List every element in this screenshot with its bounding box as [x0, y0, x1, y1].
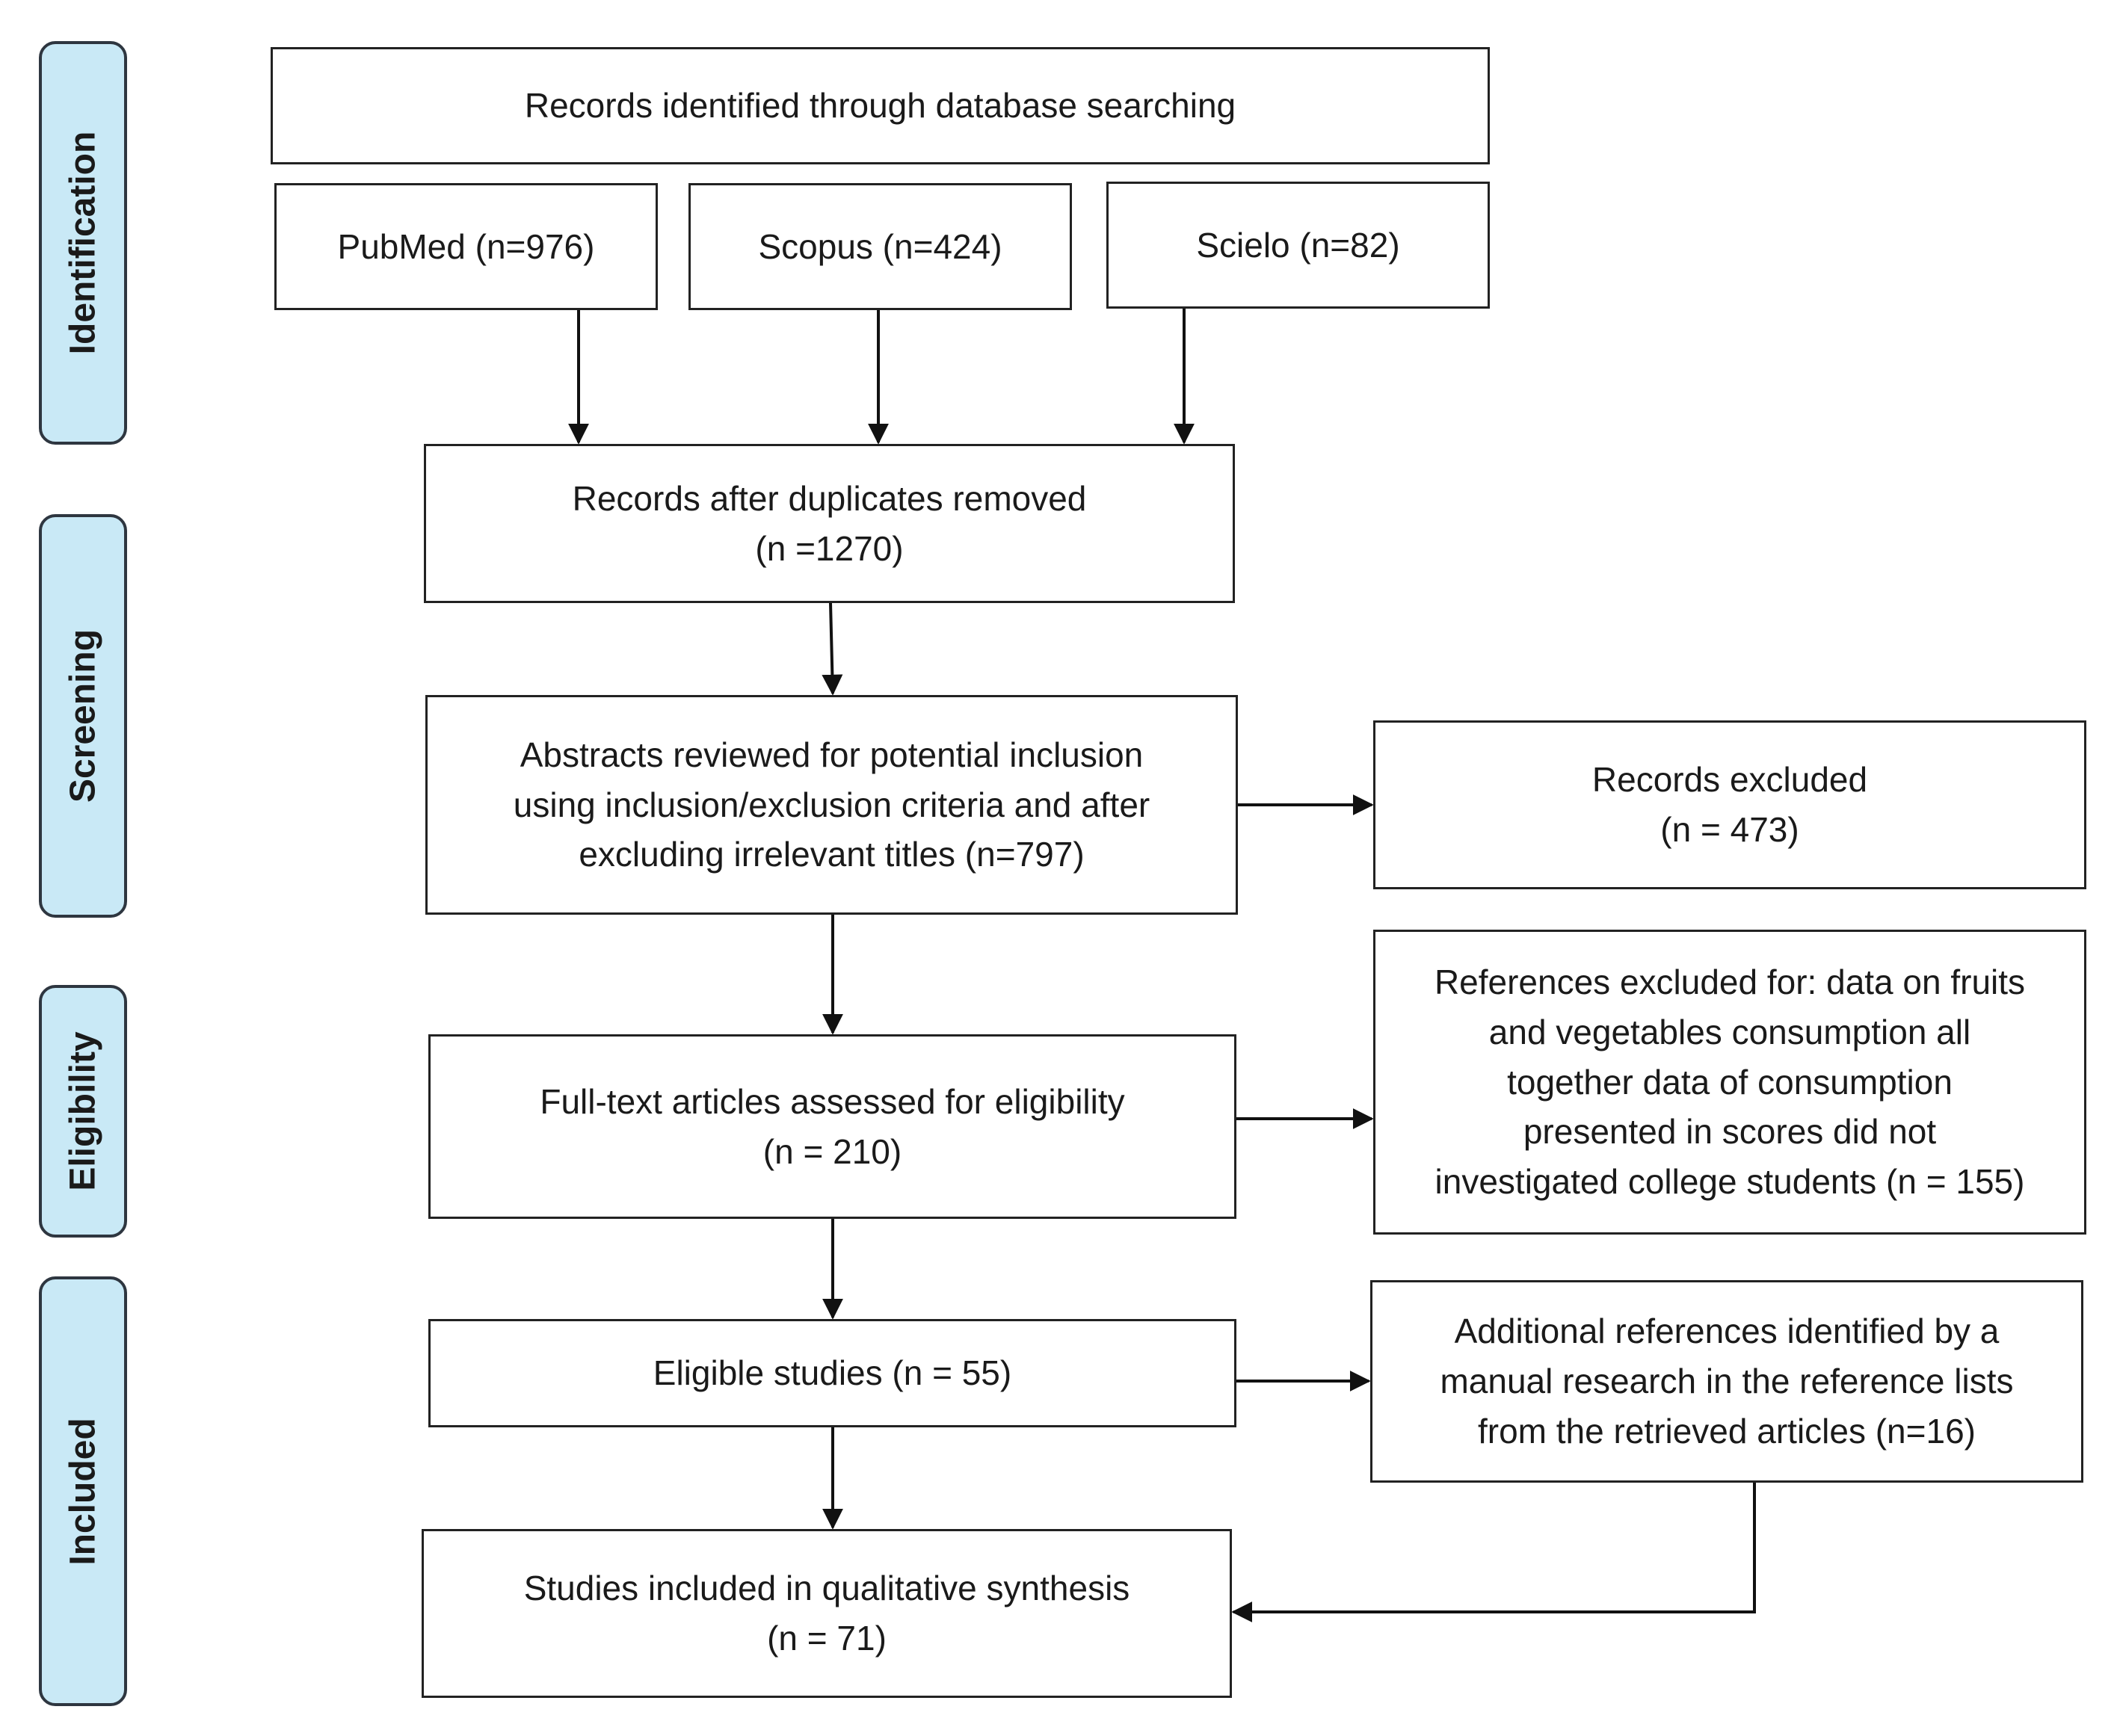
- included-synthesis-box: Studies included in qualitative synthesi…: [422, 1529, 1232, 1698]
- phase-eligibility: Eligibility: [39, 985, 127, 1238]
- additional-references-line1: Additional references identified by a: [1454, 1312, 2000, 1351]
- references-excluded-line1: References excluded for: data on fruits: [1434, 963, 2026, 1002]
- references-excluded-line5: investigated college students (n = 155): [1434, 1162, 2025, 1202]
- fulltext-assessed-line1: Full-text articles assessed for eligibil…: [540, 1081, 1125, 1121]
- fulltext-assessed-line2: (n = 210): [762, 1131, 902, 1171]
- phase-included: Included: [39, 1276, 127, 1706]
- records-excluded-line1: Records excluded: [1591, 760, 1868, 800]
- eligible-studies-box: Eligible studies (n = 55): [428, 1319, 1236, 1427]
- scopus-text: Scopus (n=424): [758, 226, 1002, 266]
- pubmed-text: PubMed (n=976): [337, 226, 595, 266]
- records-excluded-line2: (n = 473): [1660, 810, 1799, 849]
- phase-identification: Identification: [39, 41, 127, 445]
- references-excluded-line3: together data of consumption: [1507, 1062, 1953, 1102]
- abstracts-reviewed-line2: using inclusion/exclusion criteria and a…: [513, 785, 1150, 824]
- records-identified-text: Records identified through database sear…: [524, 86, 1236, 126]
- duplicates-removed-box: Records after duplicates removed (n =127…: [424, 444, 1235, 603]
- references-excluded-line4: presented in scores did not: [1523, 1112, 1937, 1152]
- records-identified-box: Records identified through database sear…: [271, 47, 1490, 164]
- scielo-box: Scielo (n=82): [1106, 182, 1490, 309]
- scopus-box: Scopus (n=424): [688, 183, 1072, 310]
- additional-references-line2: manual research in the reference lists: [1440, 1362, 2014, 1401]
- included-synthesis-line1: Studies included in qualitative synthesi…: [523, 1569, 1130, 1608]
- included-synthesis-line2: (n = 71): [767, 1619, 887, 1658]
- records-excluded-box: Records excluded (n = 473): [1373, 720, 2086, 889]
- duplicates-removed-line2: (n =1270): [755, 528, 904, 568]
- abstracts-reviewed-box: Abstracts reviewed for potential inclusi…: [425, 695, 1238, 915]
- additional-references-line3: from the retrieved articles (n=16): [1478, 1411, 1976, 1451]
- abstracts-reviewed-line1: Abstracts reviewed for potential inclusi…: [520, 735, 1144, 774]
- duplicates-removed-line1: Records after duplicates removed: [572, 478, 1087, 518]
- additional-references-box: Additional references identified by a ma…: [1370, 1280, 2083, 1483]
- references-excluded-line2: and vegetables consumption all: [1488, 1012, 1971, 1051]
- phase-screening: Screening: [39, 514, 127, 918]
- eligible-studies-text: Eligible studies (n = 55): [653, 1353, 1012, 1393]
- scielo-text: Scielo (n=82): [1196, 225, 1400, 265]
- arrow-additional-to-included: [1231, 1483, 1756, 1622]
- fulltext-assessed-box: Full-text articles assessed for eligibil…: [428, 1034, 1236, 1219]
- abstracts-reviewed-line3: excluding irrelevant titles (n=797): [579, 835, 1085, 874]
- arrow-duplicates-to-abstracts: [822, 602, 843, 696]
- references-excluded-box: References excluded for: data on fruits …: [1373, 930, 2086, 1235]
- pubmed-box: PubMed (n=976): [274, 183, 658, 310]
